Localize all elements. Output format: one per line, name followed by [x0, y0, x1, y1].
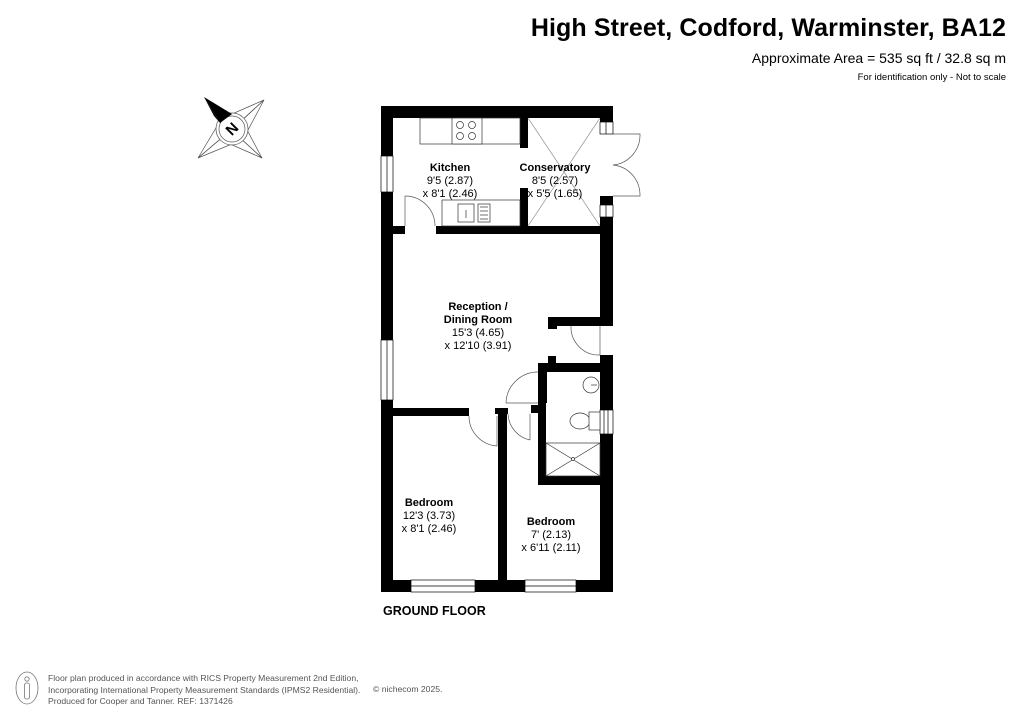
door-swings — [404, 133, 641, 447]
property-address-title: High Street, Codford, Warminster, BA12 — [530, 14, 1006, 42]
compass-rose-icon: N — [197, 97, 265, 159]
bathroom-fittings — [545, 376, 601, 477]
footer-notes: Floor plan produced in accordance with R… — [48, 673, 361, 706]
room-label-kitchen: Kitchen 9'5 (2.87) x 8'1 (2.46) — [422, 162, 478, 200]
approximate-area: Approximate Area = 535 sq ft / 32.8 sq m — [751, 50, 1006, 66]
floor-label: GROUND FLOOR — [383, 604, 486, 618]
person-info-icon — [15, 671, 39, 705]
room-label-conservatory: Conservatory 8'5 (2.57) x 5'5 (1.65) — [519, 162, 591, 200]
kitchen-fittings — [419, 117, 521, 227]
room-label-bedroom-2: Bedroom 7' (2.13) x 6'11 (2.11) — [521, 516, 581, 554]
room-label-bedroom-1: Bedroom 12'3 (3.73) x 8'1 (2.46) — [401, 497, 457, 535]
room-label-reception-dining: Reception / Dining Room 15'3 (4.65) x 12… — [443, 301, 513, 352]
windows — [380, 121, 614, 593]
scale-disclaimer: For identification only - Not to scale — [857, 72, 1006, 83]
copyright: © nichecom 2025. — [373, 684, 443, 694]
